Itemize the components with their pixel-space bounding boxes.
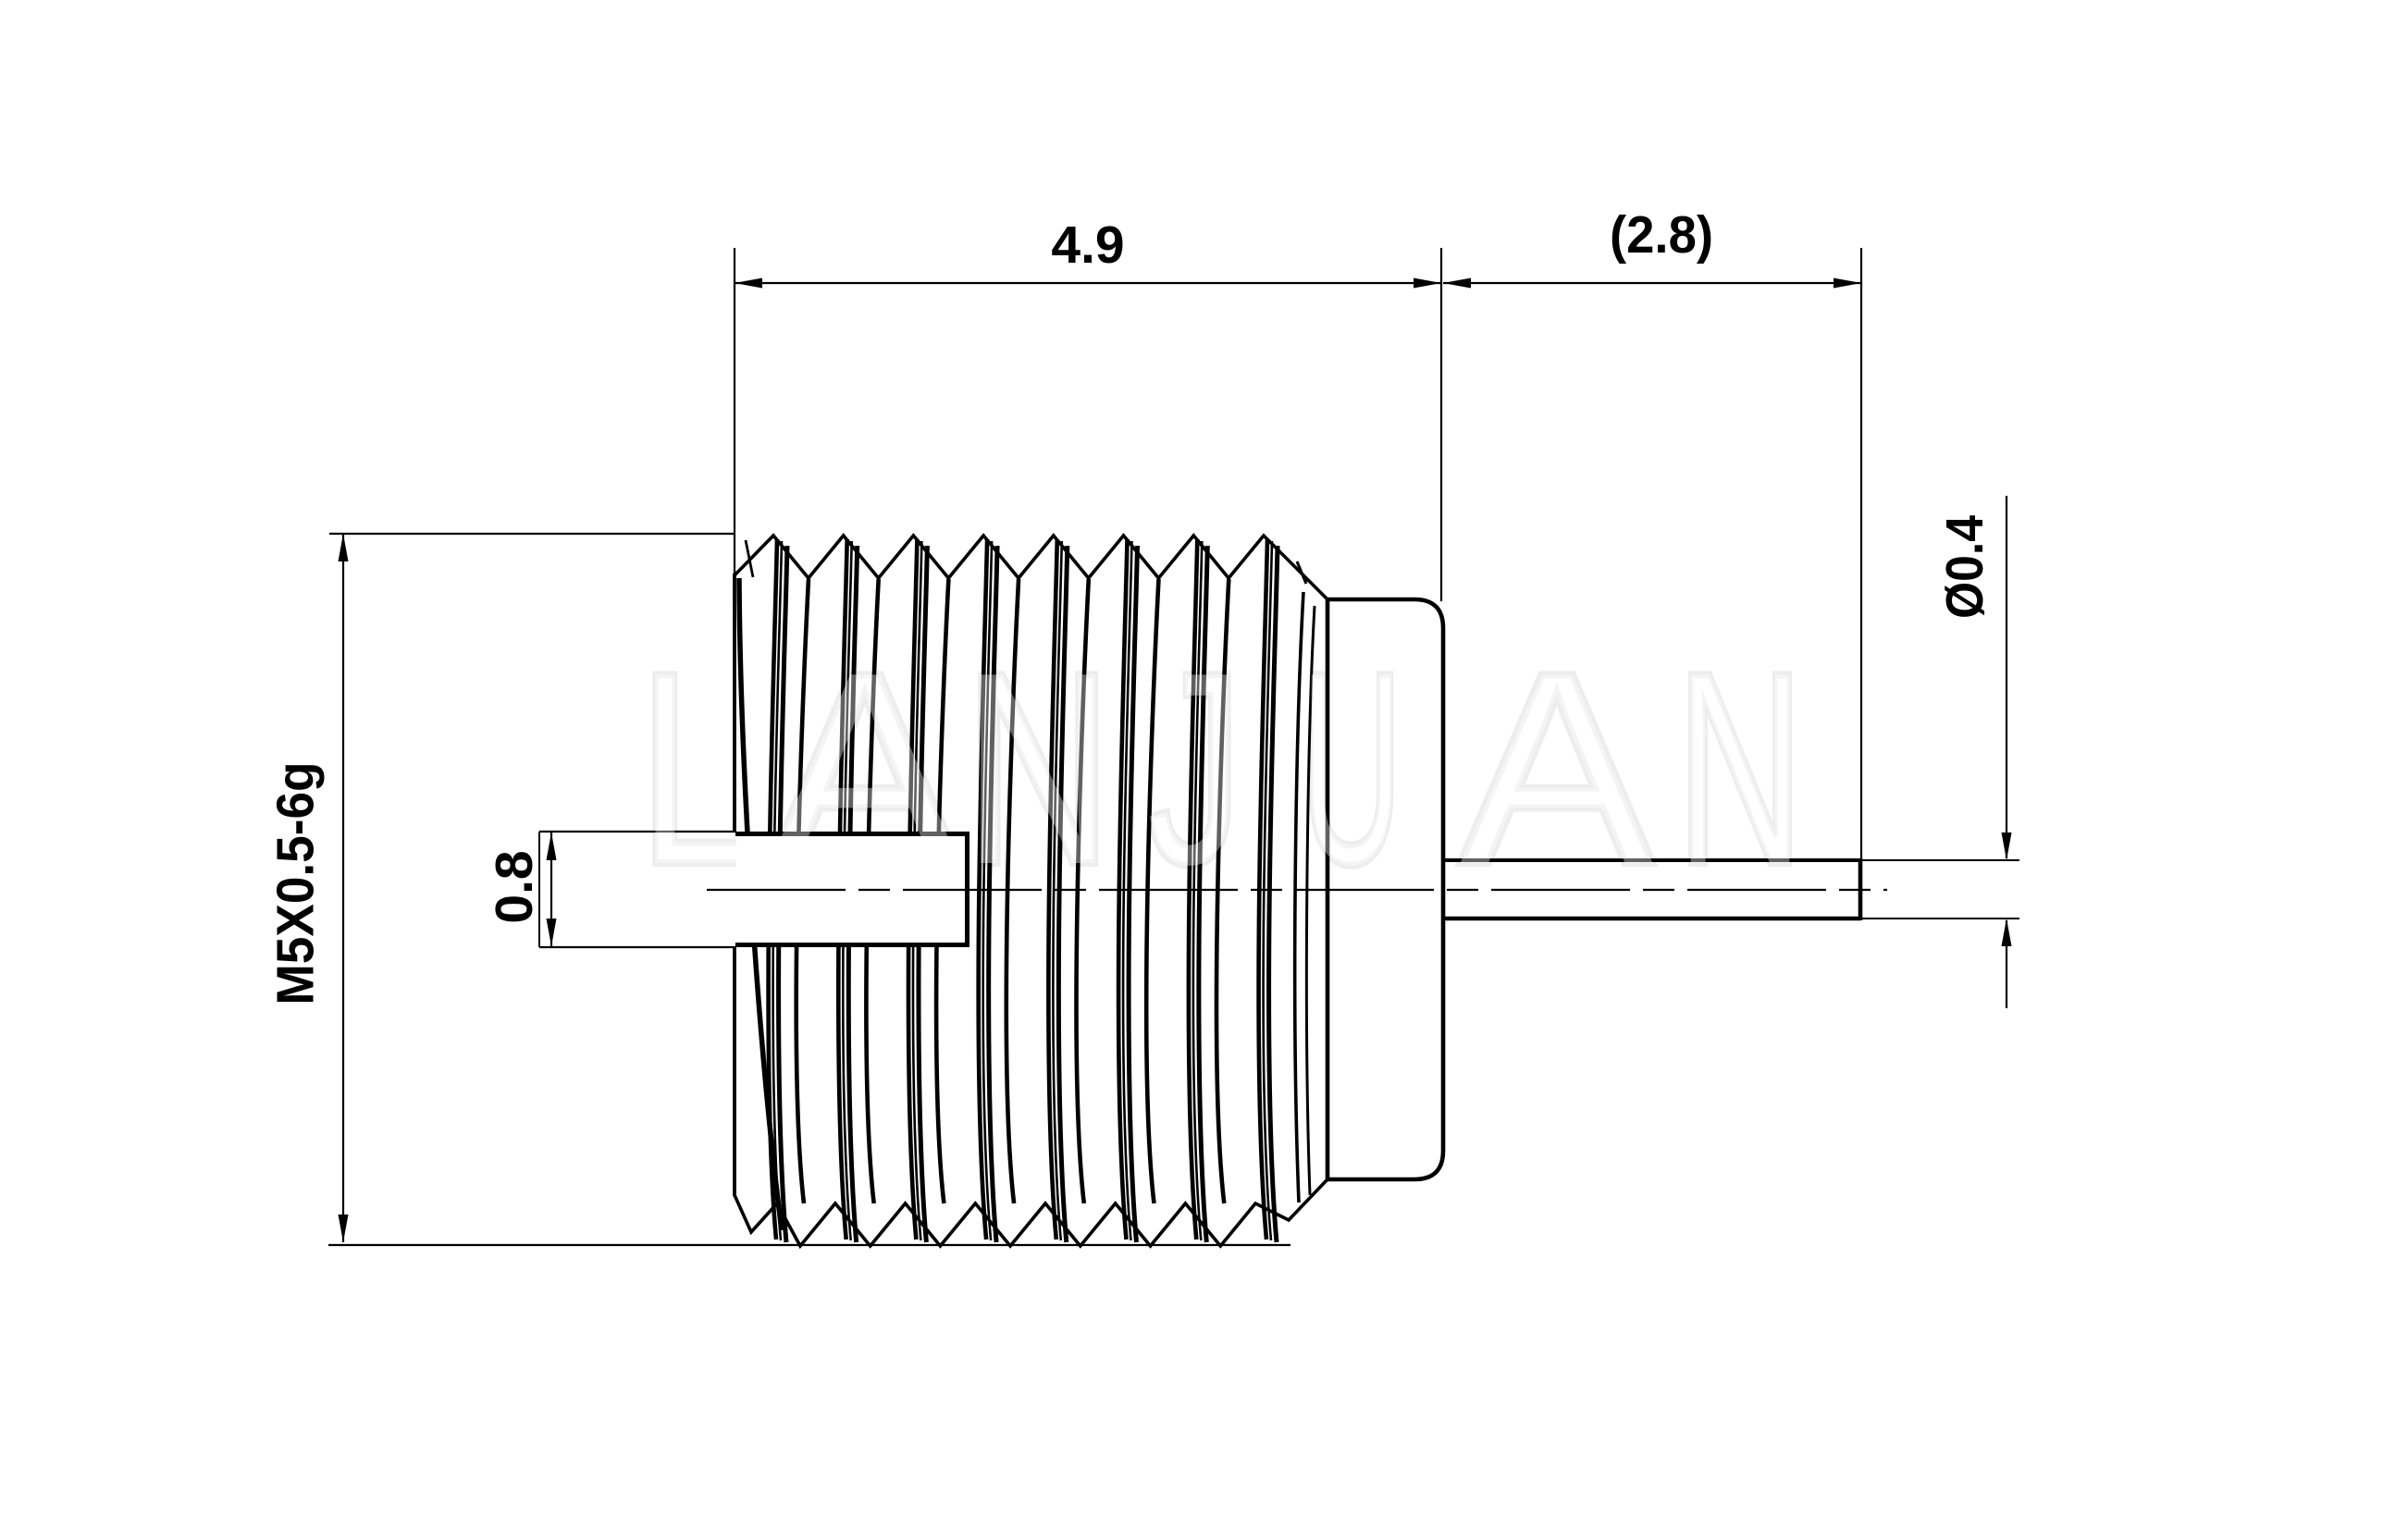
svg-text:0.8: 0.8: [485, 850, 544, 923]
svg-text:(2.8): (2.8): [1610, 205, 1713, 265]
svg-text:4.9: 4.9: [1051, 216, 1124, 275]
svg-text:M5X0.5-6g: M5X0.5-6g: [266, 762, 326, 1005]
svg-text:Ø0.4: Ø0.4: [1935, 515, 1994, 619]
